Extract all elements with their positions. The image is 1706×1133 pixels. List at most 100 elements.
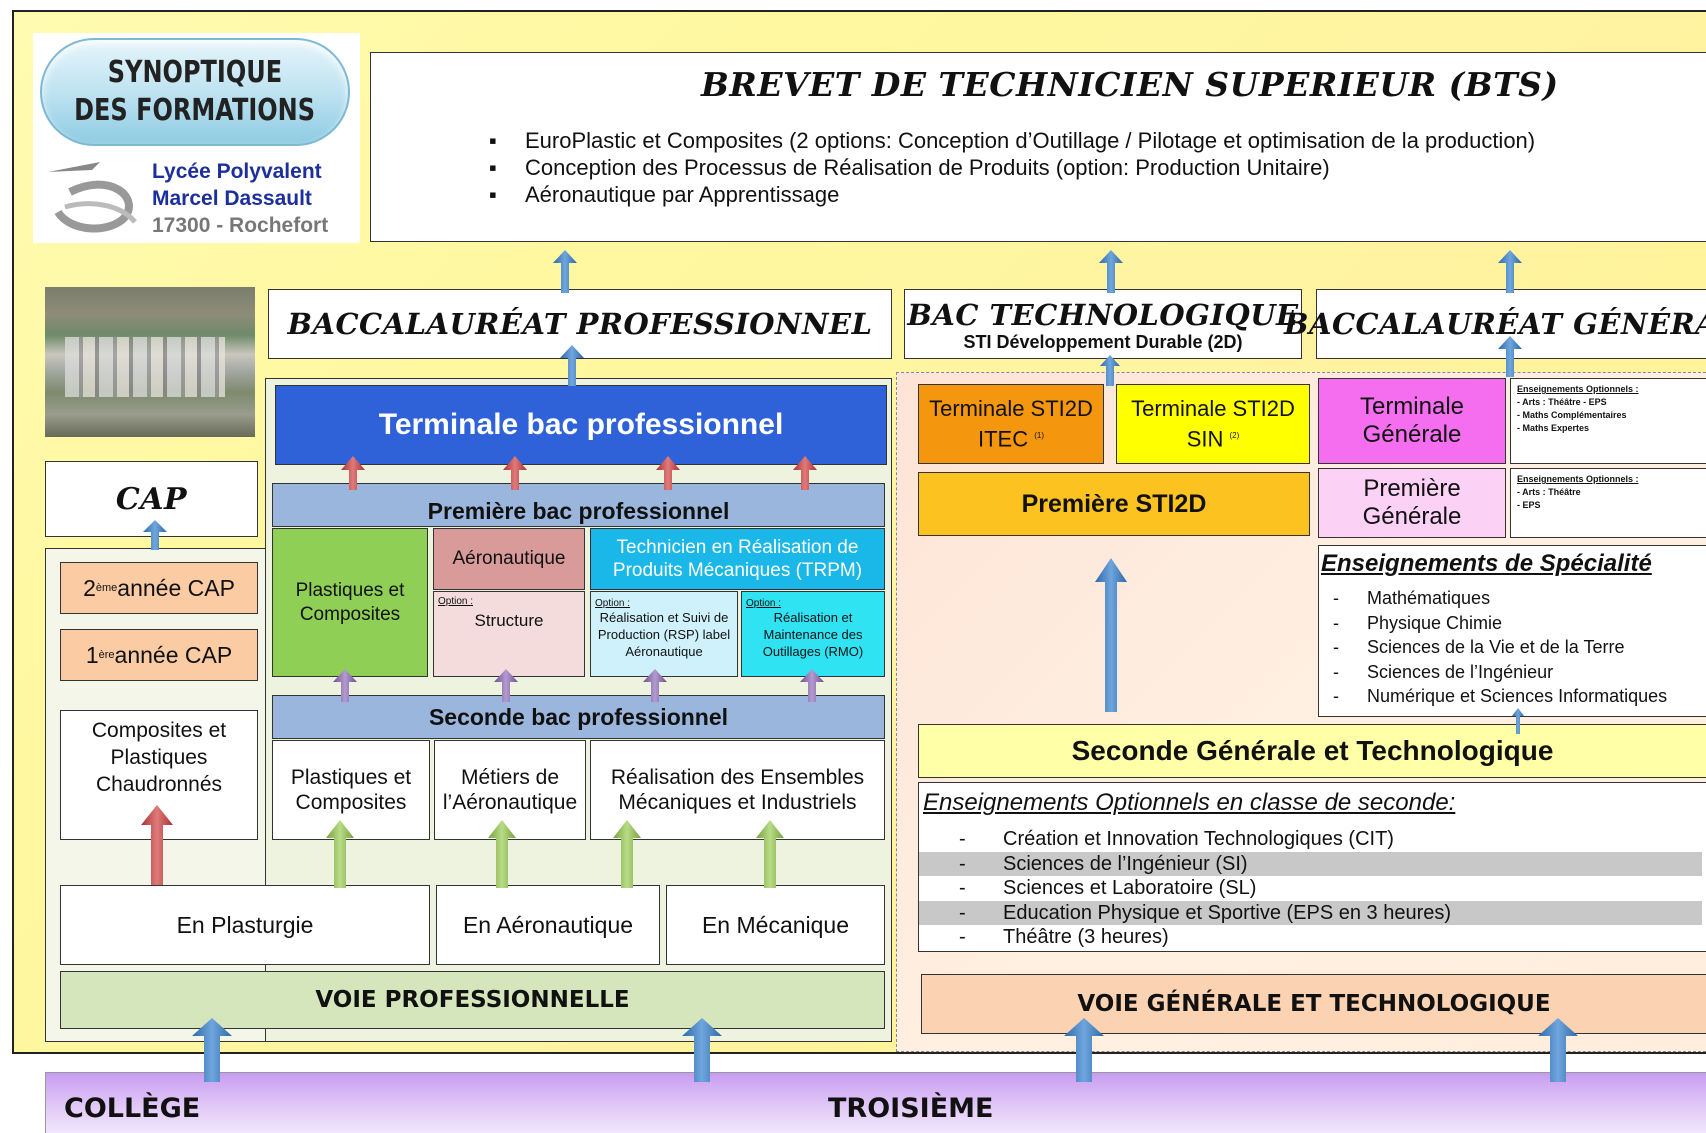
arrow-up-icon xyxy=(488,820,516,888)
terminale-sti2d-sin: Terminale STI2D SIN (2) xyxy=(1116,384,1310,464)
premiere-trpm: Technicien en Réalisation de Produits Mé… xyxy=(590,528,885,590)
seconde-plastiques: Plastiques et Composites xyxy=(272,740,430,840)
trpm-option-rmo: Option : Réalisation et Maintenance des … xyxy=(741,591,885,677)
seconde-opt-item: -Théâtre (3 heures) xyxy=(959,926,1169,948)
bac-techno-header: BAC TECHNOLOGIQUE STI Développement Dura… xyxy=(904,289,1302,359)
seconde-optionnels-box: Enseignements Optionnels en classe de se… xyxy=(918,782,1706,952)
seconde-metiers-aero: Métiers de l’Aéronautique xyxy=(434,740,586,840)
bac-techno-title: BAC TECHNOLOGIQUE xyxy=(907,298,1299,332)
bts-list: ▪EuroPlastic et Composites (2 options: C… xyxy=(489,127,1535,208)
en-aeronautique: En Aéronautique xyxy=(436,885,660,965)
premiere-sti2d: Première STI2D xyxy=(918,472,1310,536)
arrow-up-icon xyxy=(560,345,584,386)
specialite-item: -Mathématiques xyxy=(1333,588,1491,608)
premiere-bac-pro: Première bac professionnel xyxy=(272,483,885,527)
logo-title-pill: SYNOPTIQUE DES FORMATIONS xyxy=(40,38,350,146)
rmo-option-text: Réalisation et Maintenance des Outillage… xyxy=(762,610,864,659)
cap-annee2-rest: année CAP xyxy=(117,574,235,601)
specialite-title: Enseignements de Spécialité xyxy=(1321,550,1652,577)
school-name: Lycée Polyvalent Marcel Dassault 17300 -… xyxy=(152,158,357,239)
cap-annee1-rest: année CAP xyxy=(114,641,233,668)
opt-prem-item: - Arts : Théâtre xyxy=(1517,487,1581,497)
cap-annee2-num: 2 xyxy=(83,574,96,601)
arrow-up-icon xyxy=(1512,708,1524,734)
seconde-opt-item: -Sciences et Laboratoire (SL) xyxy=(959,877,1257,899)
arrow-up-icon xyxy=(613,820,641,888)
opt-premiere-title: Enseignements Optionnels : xyxy=(1517,474,1639,484)
specialite-item: -Sciences de l’Ingénieur xyxy=(1333,661,1554,682)
bts-box: BREVET DE TECHNICIEN SUPERIEUR (BTS) ▪Eu… xyxy=(370,52,1706,242)
itec-note: (1) xyxy=(1034,431,1045,441)
arrow-up-icon xyxy=(1100,355,1120,386)
premiere-generale: Première Générale xyxy=(1318,468,1506,538)
aero-structure-box: Option : Structure xyxy=(433,591,585,677)
arrow-up-icon xyxy=(326,820,354,888)
school-city: 17300 - Rochefort xyxy=(152,214,329,237)
seconde-opt-item: -Education Physique et Sportive (EPS en … xyxy=(919,900,1702,925)
specialite-item: -Numérique et Sciences Informatiques xyxy=(1333,686,1668,706)
terminale-generale: Terminale Générale xyxy=(1318,378,1506,464)
trpm-option-rsp: Option : Réalisation et Suivi de Product… xyxy=(590,591,738,677)
aero-structure-label: Structure xyxy=(474,611,544,630)
arrow-up-icon xyxy=(643,669,667,702)
voie-generale-techno: VOIE GÉNÉRALE ET TECHNOLOGIQUE xyxy=(921,974,1706,1034)
arrow-up-icon xyxy=(1498,250,1522,293)
plane-logo-icon xyxy=(48,162,137,233)
opt-premiere-box: Enseignements Optionnels : - Arts : Théâ… xyxy=(1510,468,1706,538)
arrow-up-icon xyxy=(333,669,357,702)
itec-label: Terminale STI2D ITEC xyxy=(929,396,1093,452)
rsp-option-label: Option : xyxy=(595,598,631,609)
terminale-sti2d-itec: Terminale STI2D ITEC (1) xyxy=(918,384,1104,464)
bts-item: ▪Conception des Processus de Réalisation… xyxy=(489,155,1330,180)
school-aerial-photo xyxy=(45,287,255,437)
arrow-up-icon xyxy=(800,669,824,702)
arrow-up-icon xyxy=(1095,558,1127,712)
specialite-list: -Mathématiques -Physique Chimie -Science… xyxy=(1333,586,1706,709)
arrow-up-icon xyxy=(1538,1018,1578,1082)
seconde-bac-pro: Seconde bac professionnel xyxy=(272,695,885,739)
school-line2: Marcel Dassault xyxy=(152,187,312,210)
specialite-item: -Sciences de la Vie et de la Terre xyxy=(1333,637,1625,657)
cap-annee1-sup: ère xyxy=(98,649,115,661)
specialite-box: Enseignements de Spécialité -Mathématiqu… xyxy=(1318,545,1706,717)
arrow-up-icon xyxy=(503,456,527,490)
aero-option-label: Option : xyxy=(438,596,474,607)
rsp-option-text: Réalisation et Suivi de Production (RSP)… xyxy=(597,610,731,659)
college-label: COLLÈGE xyxy=(64,1093,201,1124)
rmo-option-label: Option : xyxy=(746,598,782,609)
arrow-up-icon xyxy=(494,669,518,702)
troisieme-label: TROISIÈME xyxy=(828,1093,994,1124)
opt-term-item: - Maths Expertes xyxy=(1517,423,1590,433)
sin-note: (2) xyxy=(1229,431,1240,441)
bts-item: ▪Aéronautique par Apprentissage xyxy=(489,182,840,207)
premiere-plastiques: Plastiques et Composites xyxy=(272,528,428,677)
arrow-up-icon xyxy=(143,520,167,550)
sin-label: Terminale STI2D SIN xyxy=(1131,396,1295,452)
college-bar: COLLÈGE TROISIÈME xyxy=(45,1072,1706,1133)
bac-pro-header: BACCALAURÉAT PROFESSIONNEL xyxy=(268,289,892,359)
terminale-bac-pro: Terminale bac professionnel xyxy=(275,385,887,465)
arrow-up-icon xyxy=(756,820,784,888)
arrow-up-icon xyxy=(656,456,680,490)
arrow-up-icon xyxy=(192,1018,232,1082)
opt-terminale-box: Enseignements Optionnels : - Arts : Théâ… xyxy=(1510,378,1706,464)
school-line1: Lycée Polyvalent xyxy=(152,160,322,183)
arrow-up-icon xyxy=(793,456,817,490)
opt-terminale-title: Enseignements Optionnels : xyxy=(1517,384,1639,394)
seconde-generale-techno: Seconde Générale et Technologique xyxy=(918,724,1706,778)
arrow-up-icon xyxy=(341,456,365,490)
opt-prem-item: - EPS xyxy=(1517,500,1541,510)
seconde-realisation: Réalisation des Ensembles Mécaniques et … xyxy=(590,740,885,840)
cap-annee1-num: 1 xyxy=(85,641,99,668)
arrow-up-icon xyxy=(1099,250,1123,293)
cap-annee2-sup: ème xyxy=(95,582,118,594)
seconde-opt-item: -Création et Innovation Technologiques (… xyxy=(959,828,1394,850)
arrow-up-icon xyxy=(682,1018,722,1082)
seconde-opt-title: Enseignements Optionnels en classe de se… xyxy=(923,789,1456,816)
bts-title: BREVET DE TECHNICIEN SUPERIEUR (BTS) xyxy=(701,65,1559,104)
opt-term-item: - Arts : Théâtre - EPS xyxy=(1517,397,1607,407)
arrow-up-icon xyxy=(141,805,173,885)
